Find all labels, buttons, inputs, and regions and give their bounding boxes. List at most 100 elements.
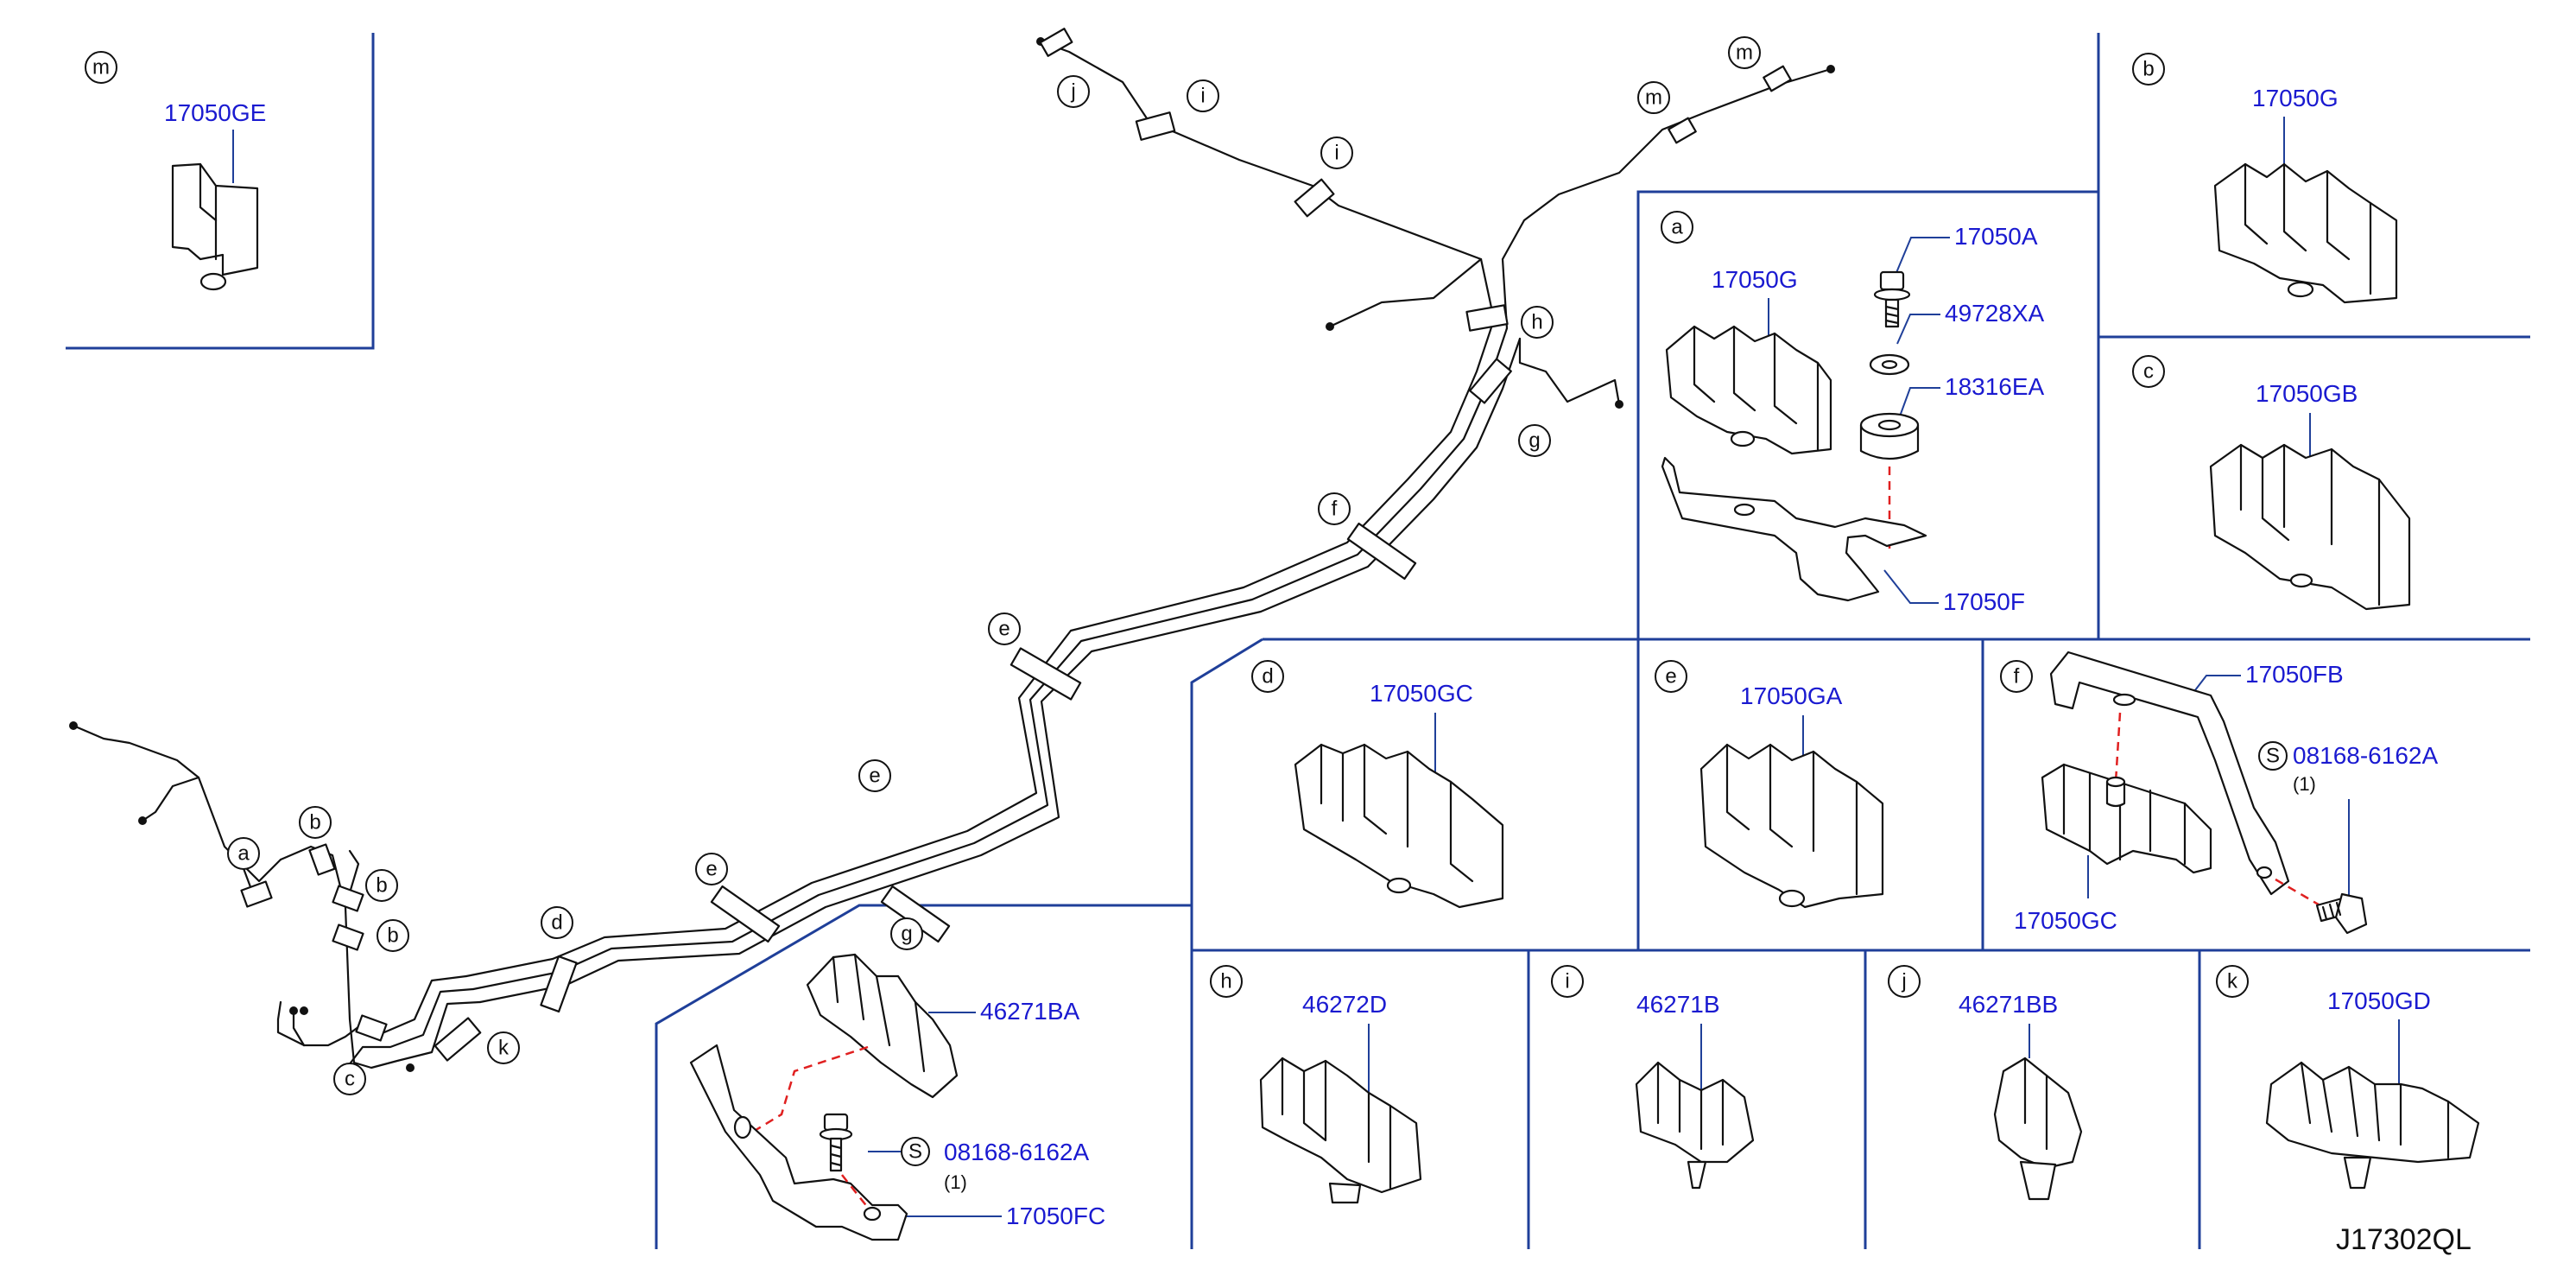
panel-m-frame xyxy=(66,33,375,350)
clip-17050GC-f-icon xyxy=(2041,763,2212,874)
bolt-17050A-icon xyxy=(1873,270,1911,328)
diagram-code: J17302QL xyxy=(2336,1223,2472,1256)
svg-text:a: a xyxy=(1671,216,1683,239)
panel-c: c 17050GB xyxy=(2132,355,2411,611)
svg-text:k: k xyxy=(498,1037,510,1060)
quantity-g: (1) xyxy=(944,1171,967,1193)
callout-i-2: i xyxy=(1320,136,1353,169)
svg-text:c: c xyxy=(2143,360,2154,384)
svg-text:S: S xyxy=(2266,745,2280,768)
svg-text:e: e xyxy=(1665,665,1676,689)
panel-j: j 46271BB xyxy=(1888,965,2083,1201)
panel-b: b 17050G xyxy=(2132,53,2398,304)
washer-49728XA-icon xyxy=(1869,353,1910,376)
part-46271BA: 46271BA xyxy=(980,998,1080,1025)
part-17050G-a: 17050G xyxy=(1712,266,1798,293)
part-46272D: 46272D xyxy=(1302,991,1387,1018)
callout-k: k xyxy=(487,1031,520,1064)
svg-text:m: m xyxy=(1736,41,1753,65)
panel-m: m 17050GE xyxy=(85,51,266,291)
screw-symbol-g: S xyxy=(901,1137,930,1166)
quantity-f: (1) xyxy=(2293,773,2316,795)
callout-e-1: e xyxy=(695,853,728,885)
svg-text:b: b xyxy=(376,874,387,898)
svg-text:d: d xyxy=(551,911,562,935)
callout-g: g xyxy=(1518,424,1551,457)
svg-text:m: m xyxy=(92,56,110,79)
part-17050GE: 17050GE xyxy=(164,99,266,126)
callout-b-2: b xyxy=(365,869,398,902)
svg-text:h: h xyxy=(1220,970,1231,993)
callout-d: d xyxy=(541,906,573,939)
callout-m-2: m xyxy=(1728,36,1761,69)
bracket-17050FC-icon xyxy=(689,1044,908,1241)
part-17050F: 17050F xyxy=(1943,588,2025,615)
part-18316EA: 18316EA xyxy=(1945,373,2045,400)
part-49728XA: 49728XA xyxy=(1945,300,2045,327)
clip-17050GD-icon xyxy=(2265,1061,2480,1190)
svg-text:d: d xyxy=(1262,665,1273,689)
svg-text:b: b xyxy=(387,924,398,948)
panel-a: a 17050G 17050A 49728XA 18316EA 17050F xyxy=(1661,211,2045,615)
part-08168-6162A-f: 08168-6162A xyxy=(2293,742,2438,769)
callout-m-1: m xyxy=(1637,81,1670,114)
panel-d: d 17050GC xyxy=(1251,660,1504,909)
bracket-17050FB-icon xyxy=(2049,651,2290,896)
screw-08168-6162A-g-icon xyxy=(819,1113,853,1172)
callout-b-3: b xyxy=(377,919,409,952)
part-17050G-b: 17050G xyxy=(2252,85,2339,111)
panel-k: k 17050GD xyxy=(2216,965,2480,1190)
callout-h: h xyxy=(1521,306,1554,339)
clip-17050G-b-icon xyxy=(2213,162,2398,304)
callout-a: a xyxy=(227,837,260,870)
grommet-18316EA-icon xyxy=(1859,412,1920,460)
svg-text:j: j xyxy=(1901,970,1906,993)
routing-callouts: a b b b c k d e e e f g h i i j m m xyxy=(227,36,1761,1095)
svg-text:j: j xyxy=(1070,80,1075,104)
part-17050FB: 17050FB xyxy=(2245,661,2344,688)
clip-17050GA-icon xyxy=(1699,743,1884,909)
part-17050A: 17050A xyxy=(1954,223,2038,250)
svg-text:i: i xyxy=(1565,970,1569,993)
panel-e: e 17050GA xyxy=(1655,660,1884,909)
svg-text:i: i xyxy=(1334,142,1339,165)
callout-f: f xyxy=(1318,492,1351,525)
panel-f: f 17050FB S 08168-6162A (1) 17050GC xyxy=(2000,651,2438,935)
svg-text:a: a xyxy=(237,842,250,866)
panel-i: i 46271B xyxy=(1551,965,1755,1190)
callout-j: j xyxy=(1057,75,1090,108)
panel-g: g 46271BA S 08168-6162A (1) 17050FC xyxy=(689,917,1105,1241)
svg-text:g: g xyxy=(901,923,912,946)
panel-h: h 46272D xyxy=(1210,965,1422,1204)
callout-i-1: i xyxy=(1187,79,1219,112)
clip-46271BB-icon xyxy=(1993,1057,2083,1201)
part-17050GB: 17050GB xyxy=(2256,380,2358,407)
screw-symbol-f: S xyxy=(2258,741,2288,771)
clip-17050GC-d-icon xyxy=(1294,743,1504,909)
svg-text:h: h xyxy=(1531,311,1542,334)
panel-g-frame xyxy=(655,904,1192,1249)
svg-text:b: b xyxy=(309,811,320,835)
clip-46271B-icon xyxy=(1635,1061,1755,1190)
svg-text:e: e xyxy=(998,618,1010,641)
part-46271BB: 46271BB xyxy=(1959,991,2058,1018)
panel-frames xyxy=(66,33,2530,1249)
svg-text:m: m xyxy=(1645,86,1662,110)
svg-text:e: e xyxy=(869,765,880,788)
tube-routing xyxy=(69,28,1835,1072)
part-17050GC-d: 17050GC xyxy=(1370,680,1473,707)
bracket-17050F-icon xyxy=(1661,456,1927,602)
svg-text:S: S xyxy=(908,1140,922,1164)
part-46271B: 46271B xyxy=(1636,991,1720,1018)
callout-e-2: e xyxy=(858,759,891,792)
svg-text:i: i xyxy=(1200,85,1205,108)
svg-text:f: f xyxy=(1332,498,1338,521)
svg-text:f: f xyxy=(2014,665,2020,689)
screw-08168-6162A-f-icon xyxy=(2315,892,2368,935)
part-17050GD: 17050GD xyxy=(2327,987,2431,1014)
svg-text:b: b xyxy=(2142,58,2154,81)
clip-17050GB-icon xyxy=(2209,443,2411,611)
svg-text:k: k xyxy=(2227,970,2238,993)
clip-17050GE-icon xyxy=(171,162,259,291)
